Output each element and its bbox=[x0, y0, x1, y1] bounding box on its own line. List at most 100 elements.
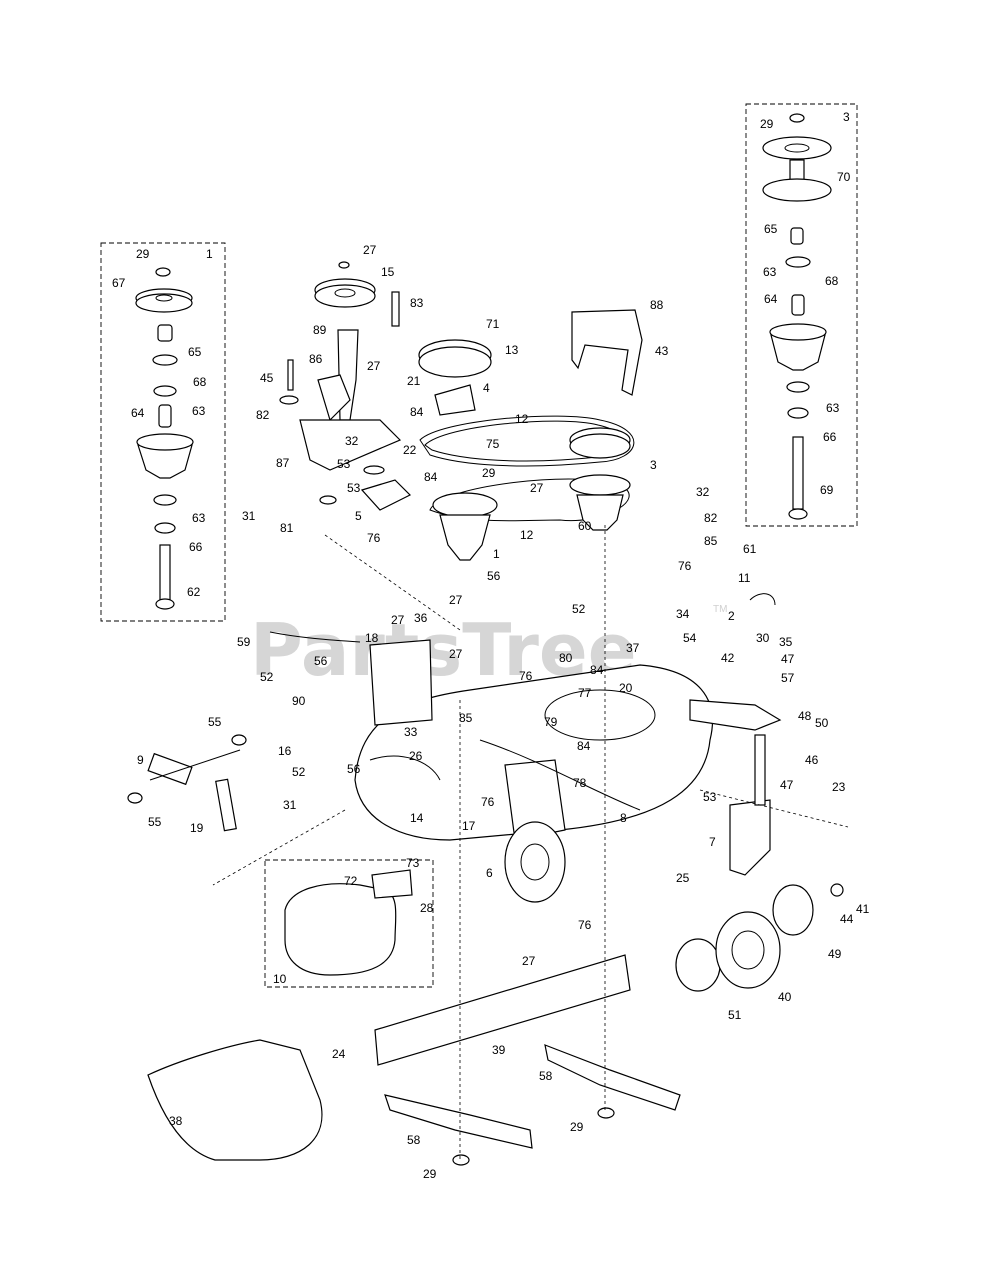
callout-label: 24 bbox=[332, 1047, 346, 1061]
callout-label: 3 bbox=[843, 110, 850, 124]
callout-label: 15 bbox=[381, 265, 395, 279]
callout-label: 27 bbox=[530, 481, 544, 495]
callout-label: 87 bbox=[276, 456, 290, 470]
callout-label: 27 bbox=[449, 647, 463, 661]
callout-label: 76 bbox=[578, 918, 592, 932]
callout-label: 53 bbox=[337, 457, 351, 471]
callout-label: 27 bbox=[449, 593, 463, 607]
callout-label: 29 bbox=[482, 466, 496, 480]
deck-bracket bbox=[571, 309, 643, 396]
callout-label: 27 bbox=[363, 243, 377, 257]
height-adjuster bbox=[689, 593, 782, 876]
callout-label: 76 bbox=[481, 795, 495, 809]
lift-linkage bbox=[127, 734, 247, 832]
callout-label: 35 bbox=[779, 635, 793, 649]
callout-label: 64 bbox=[131, 406, 145, 420]
callout-label: 43 bbox=[655, 344, 669, 358]
callout-label: 9 bbox=[137, 753, 144, 767]
front-caster-wheel bbox=[504, 759, 566, 903]
chute-deflector bbox=[284, 883, 397, 976]
callout-label: 1 bbox=[206, 247, 213, 261]
callout-label: 27 bbox=[391, 613, 405, 627]
callout-label: 79 bbox=[544, 715, 558, 729]
callout-label: 76 bbox=[678, 559, 692, 573]
callout-label: 55 bbox=[208, 715, 222, 729]
callout-label: 49 bbox=[828, 947, 842, 961]
callout-label: 31 bbox=[283, 798, 297, 812]
callout-label: 13 bbox=[505, 343, 519, 357]
callout-label: 20 bbox=[619, 681, 633, 695]
callout-label: 63 bbox=[192, 511, 206, 525]
callout-label: 84 bbox=[590, 663, 604, 677]
callout-label: 73 bbox=[406, 856, 420, 870]
callout-label: 3 bbox=[650, 458, 657, 472]
callout-label: 90 bbox=[292, 694, 306, 708]
callout-label: 78 bbox=[573, 776, 587, 790]
callout-label: 29 bbox=[423, 1167, 437, 1181]
callout-label: 38 bbox=[169, 1114, 183, 1128]
callout-label: 84 bbox=[424, 470, 438, 484]
callout-label: 27 bbox=[522, 954, 536, 968]
callout-label: 33 bbox=[404, 725, 418, 739]
callout-label: 29 bbox=[760, 117, 774, 131]
hanger-bracket bbox=[369, 639, 433, 726]
callout-label: 54 bbox=[683, 631, 697, 645]
callout-label: 88 bbox=[650, 298, 664, 312]
callout-label: 19 bbox=[190, 821, 204, 835]
spindle-3-inset-box bbox=[745, 103, 858, 527]
callout-label: 12 bbox=[515, 412, 529, 426]
callout-label: 7 bbox=[709, 835, 716, 849]
callout-label: 62 bbox=[187, 585, 201, 599]
callout-label: 32 bbox=[696, 485, 710, 499]
callout-label: 50 bbox=[815, 716, 829, 730]
callout-label: 63 bbox=[192, 404, 206, 418]
callout-label: 27 bbox=[367, 359, 381, 373]
guide-lines bbox=[212, 525, 849, 1160]
callout-label: 67 bbox=[112, 276, 126, 290]
callout-label: 29 bbox=[570, 1120, 584, 1134]
callout-label: 17 bbox=[462, 819, 476, 833]
callout-label: 66 bbox=[823, 430, 837, 444]
callout-label: 6 bbox=[486, 866, 493, 880]
callout-label: 68 bbox=[825, 274, 839, 288]
callout-label: 86 bbox=[309, 352, 323, 366]
blade-right bbox=[544, 1044, 681, 1111]
callout-label: 58 bbox=[539, 1069, 553, 1083]
callout-label: 63 bbox=[763, 265, 777, 279]
callout-label: 55 bbox=[148, 815, 162, 829]
callout-label: 63 bbox=[826, 401, 840, 415]
mulch-cover bbox=[147, 1039, 323, 1161]
deflector-inset-box bbox=[264, 859, 434, 988]
callout-label: 60 bbox=[578, 519, 592, 533]
callout-label: 66 bbox=[189, 540, 203, 554]
callout-label: 58 bbox=[407, 1133, 421, 1147]
callout-label: 83 bbox=[410, 296, 424, 310]
callout-label: 1 bbox=[493, 547, 500, 561]
callout-label: 56 bbox=[487, 569, 501, 583]
callout-label: 61 bbox=[743, 542, 757, 556]
callout-label: 14 bbox=[410, 811, 424, 825]
watermark-tm: TM bbox=[713, 604, 727, 615]
callout-label: 26 bbox=[409, 749, 423, 763]
spindle-1-inset-box bbox=[100, 242, 226, 622]
callout-label: 10 bbox=[273, 972, 287, 986]
belt-and-pulleys bbox=[418, 339, 635, 561]
callout-label: 64 bbox=[764, 292, 778, 306]
callout-label: 42 bbox=[721, 651, 735, 665]
callout-labels: 1 29 67 65 68 63 64 63 66 62 3 29 70 65 … bbox=[112, 110, 870, 1181]
blade-nut-right bbox=[597, 1107, 615, 1119]
callout-label: 69 bbox=[820, 483, 834, 497]
callout-label: 47 bbox=[781, 652, 795, 666]
callout-label: 65 bbox=[764, 222, 778, 236]
callout-label: 76 bbox=[519, 669, 533, 683]
callout-label: 77 bbox=[578, 686, 592, 700]
callout-label: 82 bbox=[256, 408, 270, 422]
spindle-1-assembly bbox=[135, 267, 194, 610]
callout-label: 82 bbox=[704, 511, 718, 525]
rear-wheel-assembly bbox=[675, 883, 844, 992]
callout-label: 53 bbox=[703, 790, 717, 804]
callout-label: 23 bbox=[832, 780, 846, 794]
callout-label: 4 bbox=[483, 381, 490, 395]
callout-label: 71 bbox=[486, 317, 500, 331]
callout-label: 52 bbox=[292, 765, 306, 779]
